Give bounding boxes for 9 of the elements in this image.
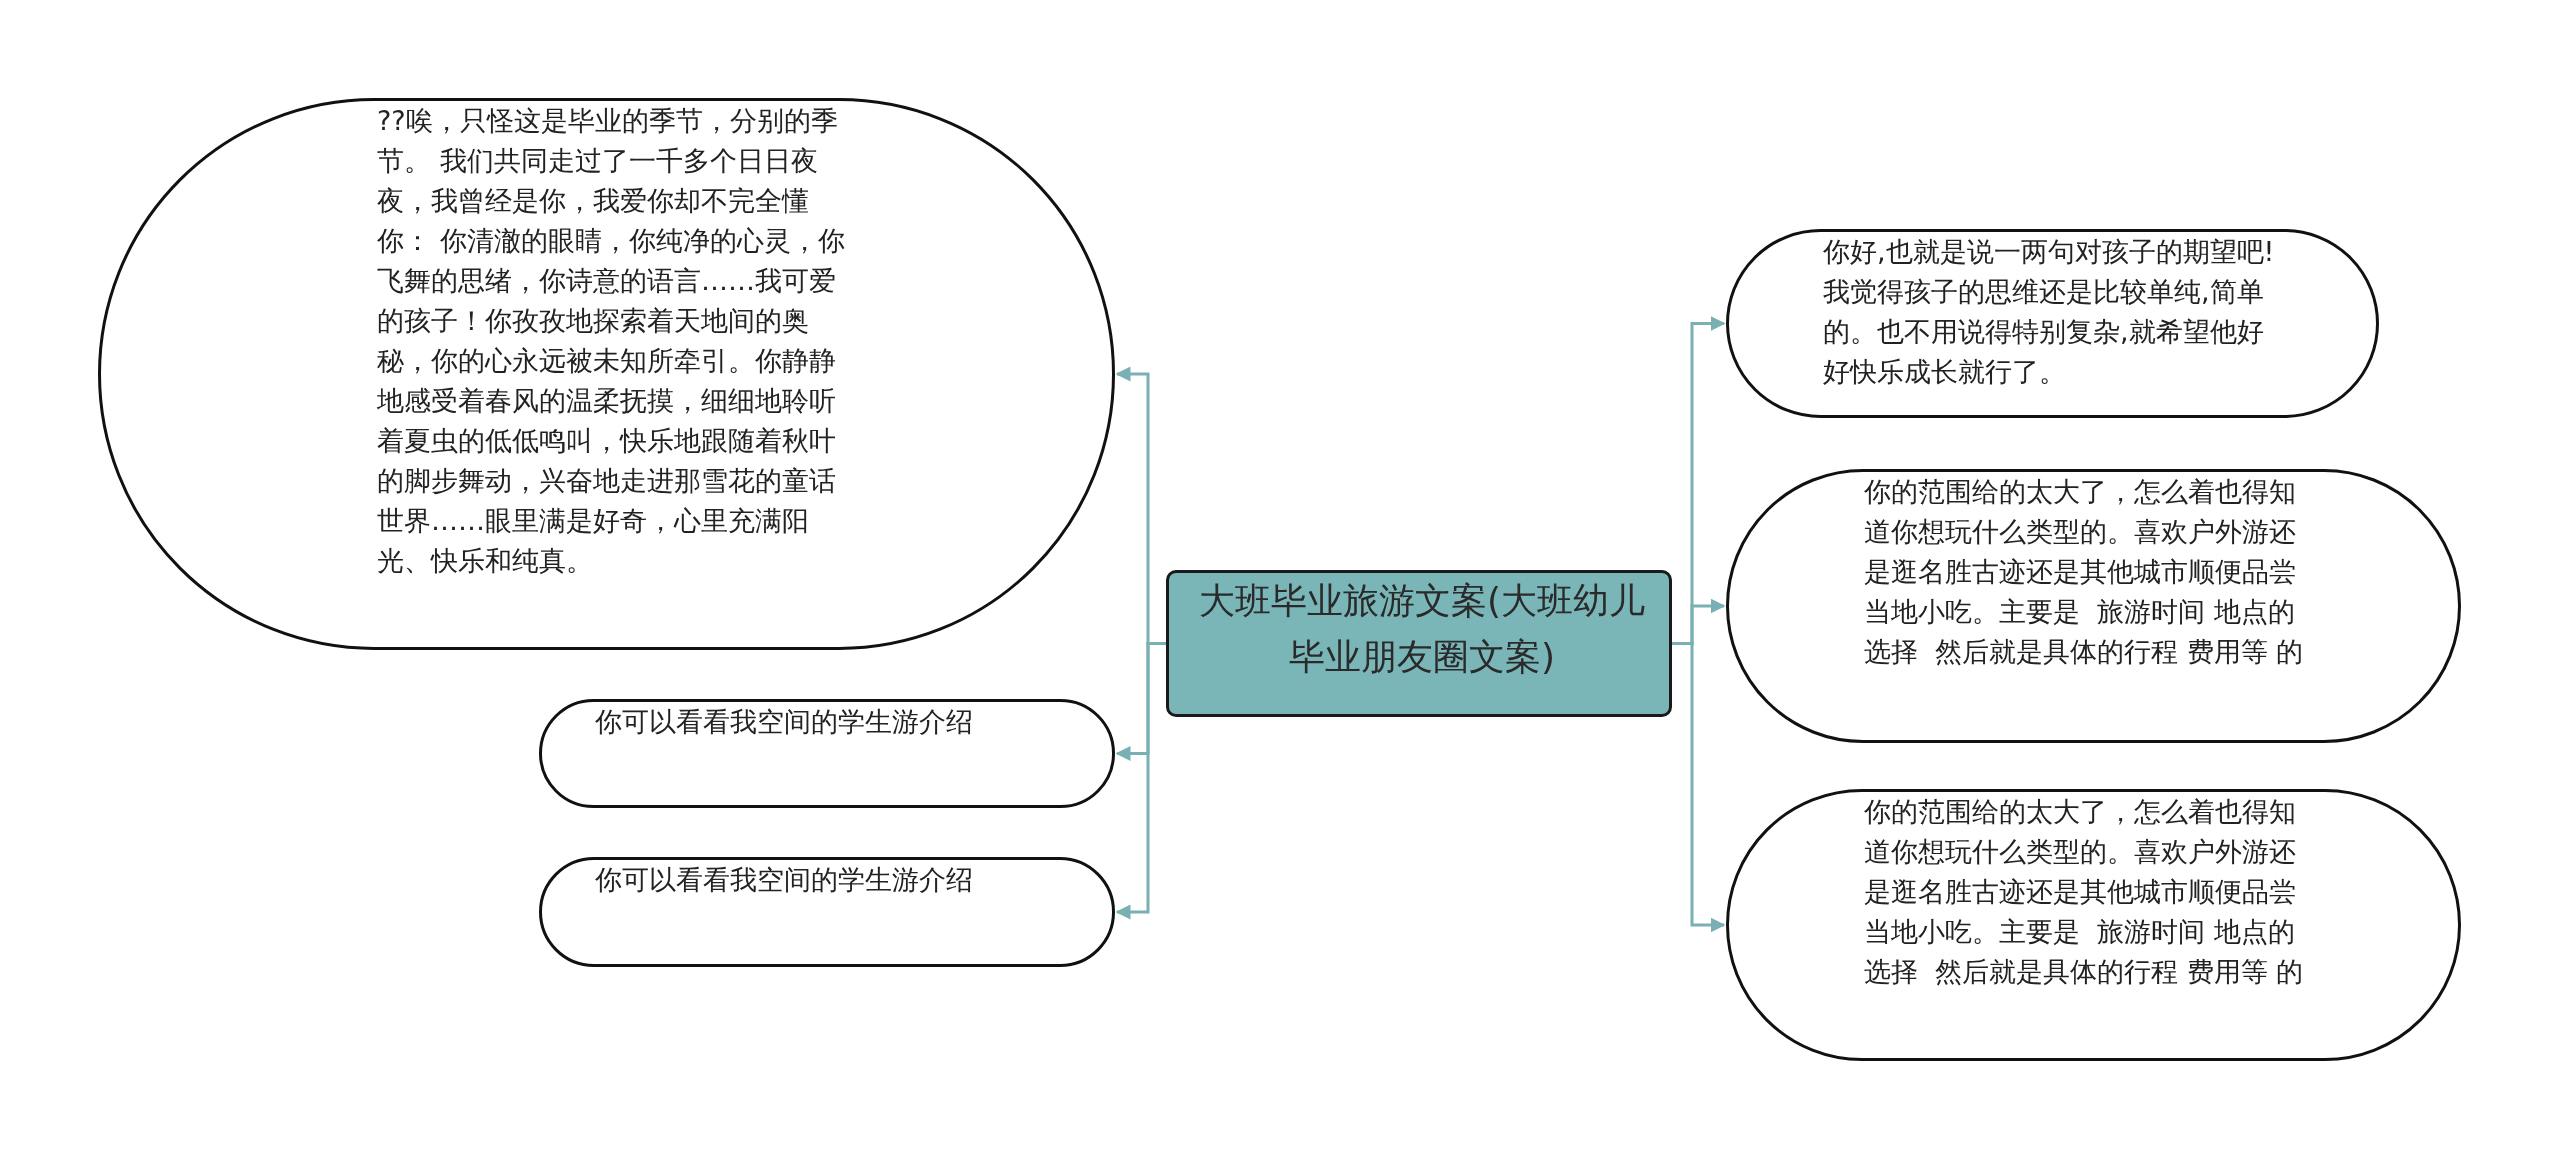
connector-arrow [1115, 642, 1166, 920]
node-text: 你的范围给的太大了，怎么着也得知道你想玩什么类型的。喜欢户外游还是逛名胜古迹还是其他城市顺便品尝当地小吃。主要是 旅游时间 地点的选择 然后就是具体的行程 费用等 的 [1864, 795, 2305, 989]
node-text: ??唉，只怪这是毕业的季节，分别的季节。 我们共同走过了一千多个日日夜夜，我曾经是你，我爱你却不完全懂你： 你清澈的眼睛，你纯净的心灵，你飞舞的思绪，你诗意的语言……我可爱的孩子！你孜孜地探索着天地间的奥秘，你的心永远被未知所牵引。你静静地感受着春风的温柔抚摸，细细地聆听着夏虫的低低鸣叫，快乐地跟随着秋叶的脚步舞动，兴奋地走进那雪花的童话世界……眼里满是好奇，心里充满阳光、快乐和纯真。 [377, 104, 846, 578]
node-text: 你的范围给的太大了，怎么着也得知道你想玩什么类型的。喜欢户外游还是逛名胜古迹还是其他城市顺便品尝当地小吃。主要是 旅游时间 地点的选择 然后就是具体的行程 费用等 的 [1864, 475, 2305, 669]
topic-title: 大班毕业旅游文案(大班幼儿毕业朋友圈文案) [1197, 579, 1646, 679]
node-text: 你可以看看我空间的学生游介绍 [595, 705, 974, 739]
node-text: 你好,也就是说一两句对孩子的期望吧!我觉得孩子的思维还是比较单纯,简单的。也不用说得特别复杂,就希望他好好快乐成长就行了。 [1823, 235, 2276, 389]
node-text: 你可以看看我空间的学生游介绍 [595, 863, 974, 897]
central-topic-box [1166, 570, 1672, 717]
